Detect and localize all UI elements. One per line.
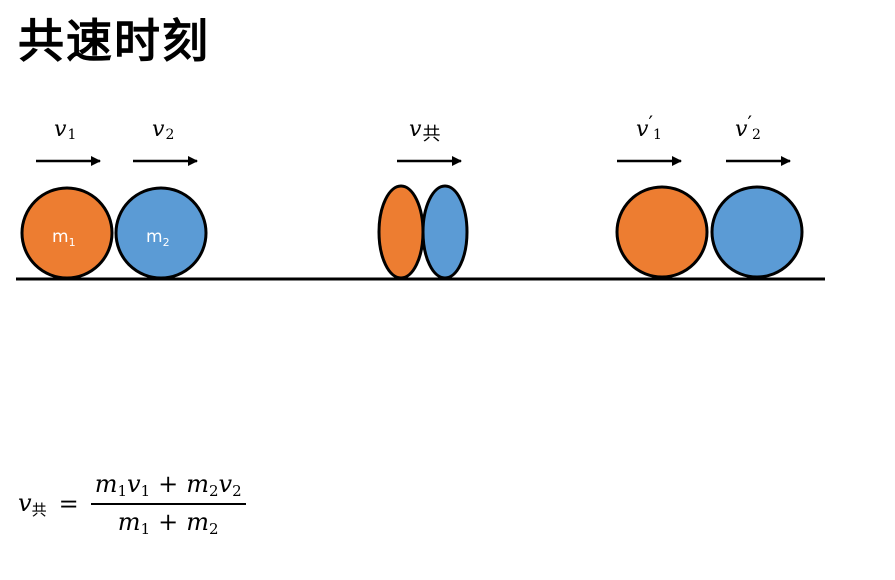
ball-m2-label: m2 xyxy=(146,227,170,249)
compressed-ball-m1 xyxy=(377,184,425,280)
page-title: 共速时刻 xyxy=(18,14,210,68)
before-v2-label: v2 xyxy=(152,117,174,143)
formula-fraction: m1v1+m2v2 m1+m2 xyxy=(90,470,246,538)
after-ball-m1 xyxy=(615,185,709,279)
before-ball-m1 xyxy=(20,186,114,280)
ball-m1-label: m1 xyxy=(52,227,76,249)
compressed-ball-m2 xyxy=(421,184,469,280)
after-v2-label: v′2 xyxy=(735,111,761,143)
formula-denominator: m1+m2 xyxy=(117,508,219,538)
formula-lhs: v共 xyxy=(18,488,47,519)
formula-numerator: m1v1+m2v2 xyxy=(90,470,246,505)
after-v1-label: v′1 xyxy=(636,111,662,143)
after-ball-m2 xyxy=(710,185,804,279)
before-v1-label: v1 xyxy=(54,117,76,143)
common-velocity-formula: v共 = m1v1+m2v2 m1+m2 xyxy=(18,470,246,538)
before-ball-m2 xyxy=(114,186,208,280)
formula-equals: = xyxy=(58,490,79,518)
common-velocity-label: v共 xyxy=(409,117,440,145)
